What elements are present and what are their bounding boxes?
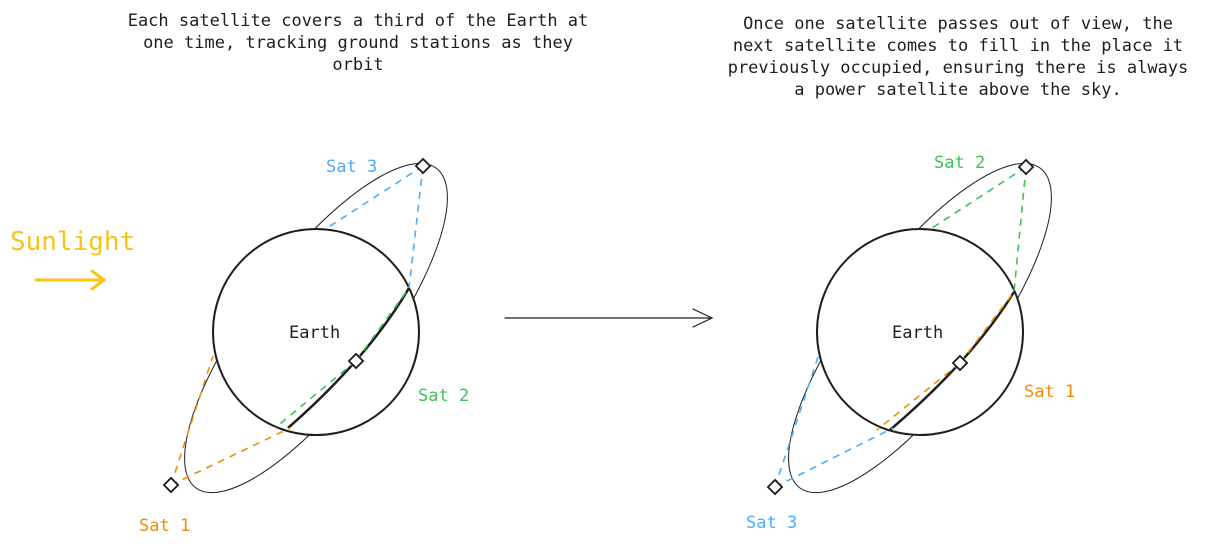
satellite-2-icon (1017, 158, 1035, 176)
coverage-lines-sat1 (876, 291, 1015, 431)
sunlight-label: Sunlight (10, 227, 135, 257)
caption-right: Once one satellite passes out of view, t… (727, 14, 1189, 100)
caption-left: Each satellite covers a third of the Ear… (127, 11, 589, 75)
satellite-1-icon (162, 476, 180, 494)
panel-left: Earth Sat 3 Sat 2 Sat 1 (139, 157, 469, 536)
earth-label: Earth (289, 323, 340, 343)
sat-1-label: Sat 1 (1024, 382, 1075, 402)
coverage-lines-sat3 (326, 165, 424, 289)
sat-3-label: Sat 3 (326, 157, 377, 177)
earth-label: Earth (892, 323, 943, 343)
sat-2-label: Sat 2 (418, 386, 469, 406)
panel-right: Earth Sat 2 Sat 1 Sat 3 (746, 153, 1075, 533)
earth-circle (816, 228, 1024, 436)
sat-1-label: Sat 1 (139, 516, 190, 536)
sat-2-label: Sat 2 (934, 153, 985, 173)
right-arrow-icon (504, 308, 714, 328)
coverage-lines-sat3 (774, 356, 894, 488)
earth-circle (212, 228, 420, 436)
coverage-lines-sat2 (274, 287, 410, 429)
satellite-2-icon (347, 352, 365, 370)
sunlight-arrow-icon (34, 269, 107, 291)
sat-3-label: Sat 3 (746, 513, 797, 533)
satellite-3-icon (414, 157, 432, 175)
satellite-1-icon (951, 354, 969, 372)
satellite-3-icon (766, 478, 784, 496)
coverage-lines-sat2 (931, 166, 1027, 293)
coverage-lines-sat1 (170, 355, 291, 486)
